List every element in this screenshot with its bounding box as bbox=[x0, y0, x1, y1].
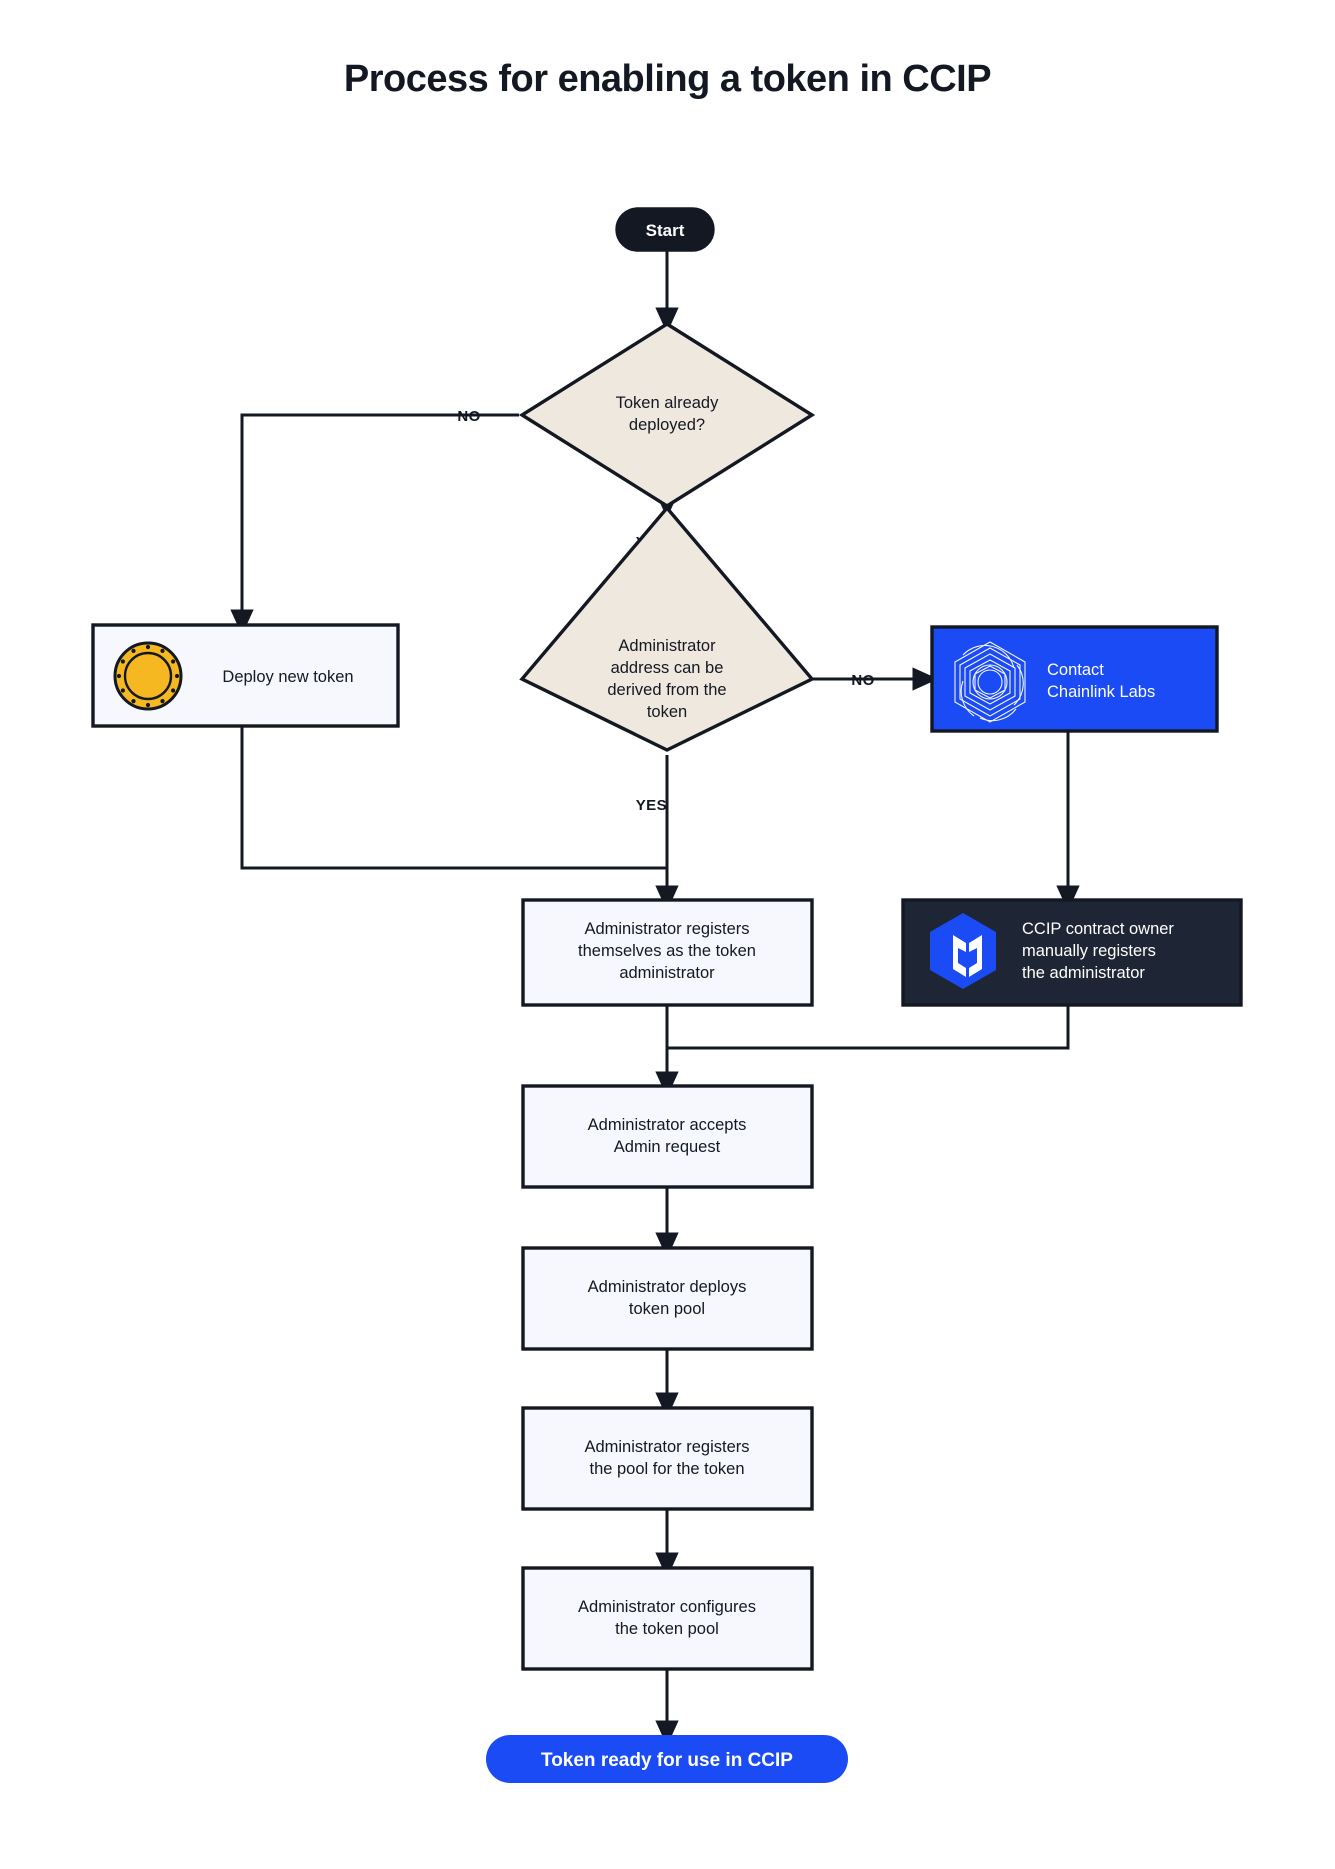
decision-admin-derived-shape bbox=[519, 505, 815, 752]
decision-admin-derived-line-2: address can be bbox=[611, 659, 724, 677]
contact-chainlink-box bbox=[930, 625, 1219, 733]
edge-deploy-to-spine bbox=[240, 726, 667, 870]
deploy-new-token-label: Deploy new token bbox=[222, 668, 353, 686]
end-pill-shape bbox=[486, 1735, 848, 1783]
node-admin-deploys-pool[interactable]: Administrator deploys token pool bbox=[521, 1246, 814, 1351]
edge-label-derived-no: NO bbox=[851, 672, 874, 689]
admin-deploys-pool-box bbox=[521, 1246, 814, 1351]
coin-icon bbox=[113, 641, 183, 711]
admin-registers-pool-box bbox=[521, 1406, 814, 1511]
node-decision-admin-derived[interactable]: Administrator address can be derived fro… bbox=[519, 505, 815, 752]
admin-deploys-pool-line-1: Administrator deploys bbox=[588, 1278, 747, 1296]
node-contact-chainlink[interactable]: Contact Chainlink Labs bbox=[930, 625, 1219, 733]
node-start[interactable]: Start bbox=[615, 207, 715, 252]
chainlink-logo-icon bbox=[954, 641, 1026, 723]
admin-accepts-line-2: Admin request bbox=[614, 1138, 721, 1156]
decision-deployed-shape bbox=[518, 321, 816, 509]
admin-accepts-box bbox=[521, 1084, 814, 1189]
start-label: Start bbox=[646, 221, 685, 240]
decision-admin-derived-line-4: token bbox=[647, 703, 687, 721]
node-admin-accepts[interactable]: Administrator accepts Admin request bbox=[521, 1084, 814, 1189]
edge-deployed-no-to-deploy bbox=[230, 413, 519, 636]
ccip-owner-registers-line-3: the administrator bbox=[1022, 964, 1145, 982]
node-ccip-owner-registers[interactable]: CCIP contract owner manually registers t… bbox=[901, 898, 1243, 1007]
admin-deploys-pool-line-2: token pool bbox=[629, 1300, 705, 1318]
admin-configures-pool-box bbox=[521, 1566, 814, 1671]
ccip-owner-registers-line-2: manually registers bbox=[1022, 942, 1156, 960]
node-decision-token-deployed[interactable]: Token already deployed? bbox=[518, 321, 816, 509]
admin-configures-pool-line-2: the token pool bbox=[615, 1620, 719, 1638]
node-admin-registers-pool[interactable]: Administrator registers the pool for the… bbox=[521, 1406, 814, 1511]
ccip-logo-icon bbox=[930, 913, 996, 989]
admin-registers-self-box bbox=[521, 898, 814, 1007]
node-deploy-new-token[interactable]: Deploy new token bbox=[91, 623, 400, 728]
decision-deployed-line-1: Token already bbox=[616, 394, 719, 412]
ccip-owner-registers-line-1: CCIP contract owner bbox=[1022, 920, 1174, 938]
admin-configures-pool-line-1: Administrator configures bbox=[578, 1598, 756, 1616]
decision-admin-derived-line-3: derived from the bbox=[607, 681, 726, 699]
admin-accepts-line-1: Administrator accepts bbox=[588, 1116, 747, 1134]
admin-registers-pool-line-1: Administrator registers bbox=[584, 1438, 749, 1456]
node-end[interactable]: Token ready for use in CCIP bbox=[486, 1735, 848, 1783]
admin-registers-self-line-1: Administrator registers bbox=[584, 920, 749, 938]
start-pill-shape bbox=[615, 207, 715, 252]
admin-registers-pool-line-2: the pool for the token bbox=[589, 1460, 744, 1478]
contact-chainlink-line-1: Contact bbox=[1047, 661, 1104, 679]
edge-label-deployed-no: NO bbox=[457, 408, 480, 425]
admin-registers-self-line-2: themselves as the token bbox=[578, 942, 756, 960]
decision-deployed-line-2: deployed? bbox=[629, 416, 705, 434]
contact-chainlink-line-2: Chainlink Labs bbox=[1047, 683, 1155, 701]
admin-registers-self-line-3: administrator bbox=[619, 964, 715, 982]
edge-ccip-owner-to-spine bbox=[667, 1004, 1070, 1050]
decision-admin-derived-line-1: Administrator bbox=[618, 637, 716, 655]
end-label: Token ready for use in CCIP bbox=[541, 1750, 793, 1771]
page-title: Process for enabling a token in CCIP bbox=[343, 58, 992, 100]
edge-label-derived-yes: YES bbox=[636, 797, 667, 814]
node-admin-registers-self[interactable]: Administrator registers themselves as th… bbox=[521, 898, 814, 1007]
node-admin-configures-pool[interactable]: Administrator configures the token pool bbox=[521, 1566, 814, 1671]
